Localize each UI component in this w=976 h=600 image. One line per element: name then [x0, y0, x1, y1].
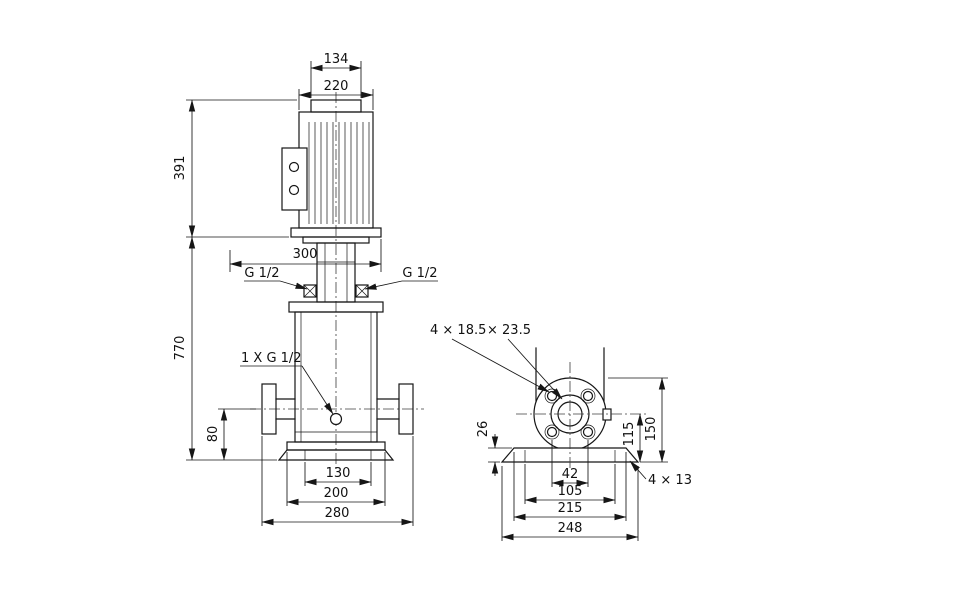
discharge-flange [398, 383, 414, 435]
ext-248 [501, 466, 639, 541]
dim-flange-top-height: 150 [644, 417, 659, 442]
spotface-hole [580, 424, 596, 440]
front-centerlines [250, 92, 424, 472]
column-outline [535, 347, 605, 403]
leader-port-left [279, 280, 308, 290]
side-view: 4 × 18.5 × 23.5 26 115 150 42 105 215 24… [430, 323, 692, 541]
leader-flange-holes [451, 338, 550, 393]
dim-motor-width: 220 [324, 79, 349, 94]
port-right-label: G 1/2 [402, 266, 437, 281]
flange-holes-label: 4 × 18.5 [430, 323, 486, 338]
drain-plug [329, 412, 343, 426]
pump-sleeve-inner-lines [295, 312, 377, 442]
dim-fan-cover-width: 134 [324, 52, 349, 67]
port-plug-left-cross [303, 284, 317, 298]
dim-port-centerline-height: 80 [206, 426, 221, 443]
ext-215 [513, 452, 627, 521]
base-outline-front [277, 441, 395, 461]
base-slot-marks-side [524, 450, 616, 462]
leader-base-holes [629, 460, 647, 480]
port-plug-left [303, 284, 317, 298]
side-centerlines [516, 362, 648, 470]
motor-outline [281, 99, 382, 244]
drain-port-label: 1 X G 1/2 [241, 351, 302, 366]
base-holes-label: 4 × 13 [648, 473, 692, 488]
dim-base-slot-span: 130 [326, 466, 351, 481]
leader-drain [301, 365, 334, 415]
bolt-hole [582, 390, 594, 402]
dim-base-plate-thickness: 26 [476, 421, 491, 438]
leader-flange-counterbore [507, 338, 563, 400]
port-plug-right-cross [355, 284, 369, 298]
front-dimension-lines [186, 61, 438, 526]
dim-port-centerline-height-side: 115 [622, 422, 637, 447]
pump-column [535, 347, 605, 403]
motor-fins [308, 122, 370, 224]
leader-port-right [364, 280, 403, 290]
base-foot [277, 449, 395, 461]
dim-base-top-width: 200 [324, 486, 349, 501]
spotface-hole [544, 424, 560, 440]
pump-body-outline [261, 301, 414, 443]
bolt-hole [546, 426, 558, 438]
bolt-hole [582, 426, 594, 438]
flange-counterbore-label: × 23.5 [487, 323, 531, 338]
cable-entry-top [288, 161, 300, 173]
dim-motor-height: 391 [173, 156, 188, 181]
terminal-box [281, 147, 308, 211]
port-left-label: G 1/2 [244, 266, 279, 281]
dim-base-overall-width: 248 [558, 521, 583, 536]
dim-overall-width: 280 [325, 506, 350, 521]
cable-entry-bottom [288, 184, 300, 196]
dim-overall-height: 770 [173, 336, 188, 361]
ext-280 [261, 436, 414, 526]
ext-42 [551, 440, 589, 487]
ext-200 [286, 452, 386, 506]
port-plug-right [355, 284, 369, 298]
suction-flange [261, 383, 277, 435]
ext-391-770 [186, 99, 297, 461]
dim-base-top-width-side: 215 [558, 501, 583, 516]
flange-side-tab [602, 408, 612, 421]
spotface-hole [580, 388, 596, 404]
side-dimension-lines [451, 338, 668, 541]
front-view: 134 220 391 300 G 1/2 G 1/2 770 1 X G 1/… [173, 52, 438, 526]
dim-base-slot-spacing: 105 [558, 484, 583, 499]
base-slot-marks [304, 450, 372, 460]
port-pipes [275, 398, 400, 420]
dim-flange-bolt-spacing: 42 [562, 467, 579, 482]
dim-service-clearance: 300 [293, 247, 318, 262]
